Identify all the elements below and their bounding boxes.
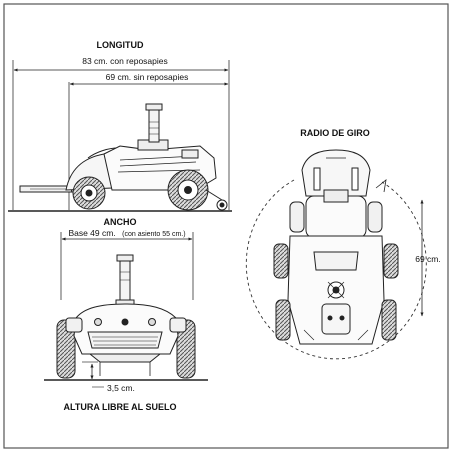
turning-radius-title: RADIO DE GIRO	[300, 128, 370, 138]
clearance-value: 3,5 cm.	[107, 383, 135, 393]
turning-radius-value: 69 cm.	[415, 254, 441, 264]
outer-border	[3, 3, 449, 449]
length-with-footrests-label: 83 cm. con reposapies	[82, 56, 168, 66]
scooter-side-view	[19, 103, 228, 211]
ancho-title: ANCHO	[104, 217, 137, 227]
scooter-top-view	[273, 149, 399, 345]
width-label: Base 49 cm. (con asiento 55 cm.)	[68, 223, 185, 240]
turning-radius-panel: RADIO DE GIRO 69 cm.	[245, 128, 441, 360]
length-without-footrests-label: 69 cm. sin reposapies	[106, 72, 189, 82]
scooter-front-view	[56, 254, 196, 379]
clearance-title: ALTURA LIBRE AL SUELO	[64, 402, 177, 412]
longitud-title: LONGITUD	[97, 40, 144, 50]
longitud-panel: LONGITUD 83 cm. con reposapies 69 cm. si…	[8, 40, 232, 212]
ancho-panel: ANCHO Base 49 cm. (con asiento 55 cm.)	[44, 217, 208, 412]
